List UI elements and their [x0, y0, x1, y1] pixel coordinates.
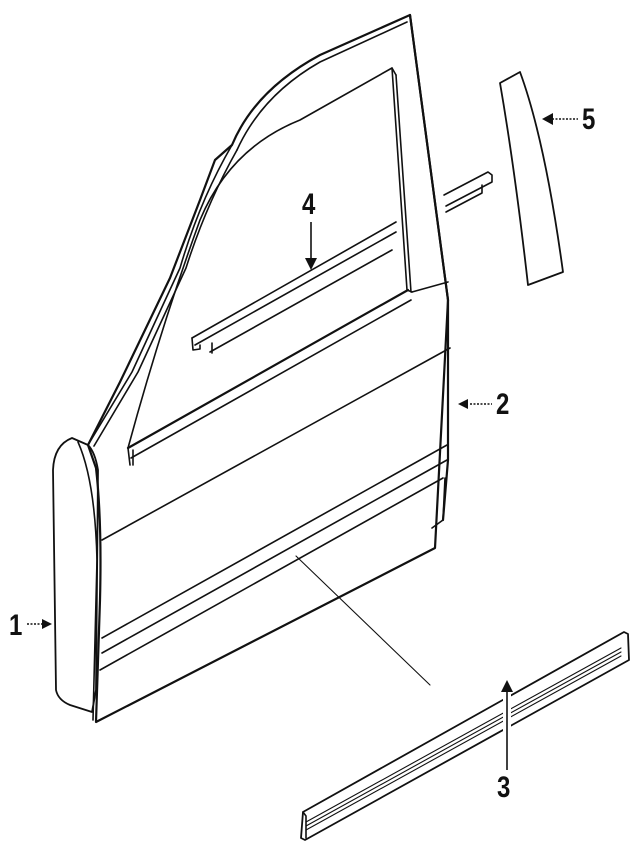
callout-arrow-3	[501, 488, 513, 774]
part-4-belt-weatherstrip	[191, 171, 493, 354]
part-5-pillar-applique	[499, 71, 564, 286]
assembly-leader-line	[295, 555, 431, 686]
callout-label-5: 5	[582, 103, 596, 136]
callout-label-3: 3	[497, 771, 511, 804]
part-1-end-cap	[52, 437, 99, 713]
part-2-door-shell	[77, 13, 451, 724]
callout-label-1: 1	[9, 609, 23, 642]
part-3-lower-moulding	[300, 631, 630, 841]
callout-label-4: 4	[302, 188, 316, 221]
callout-label-2: 2	[496, 388, 510, 421]
